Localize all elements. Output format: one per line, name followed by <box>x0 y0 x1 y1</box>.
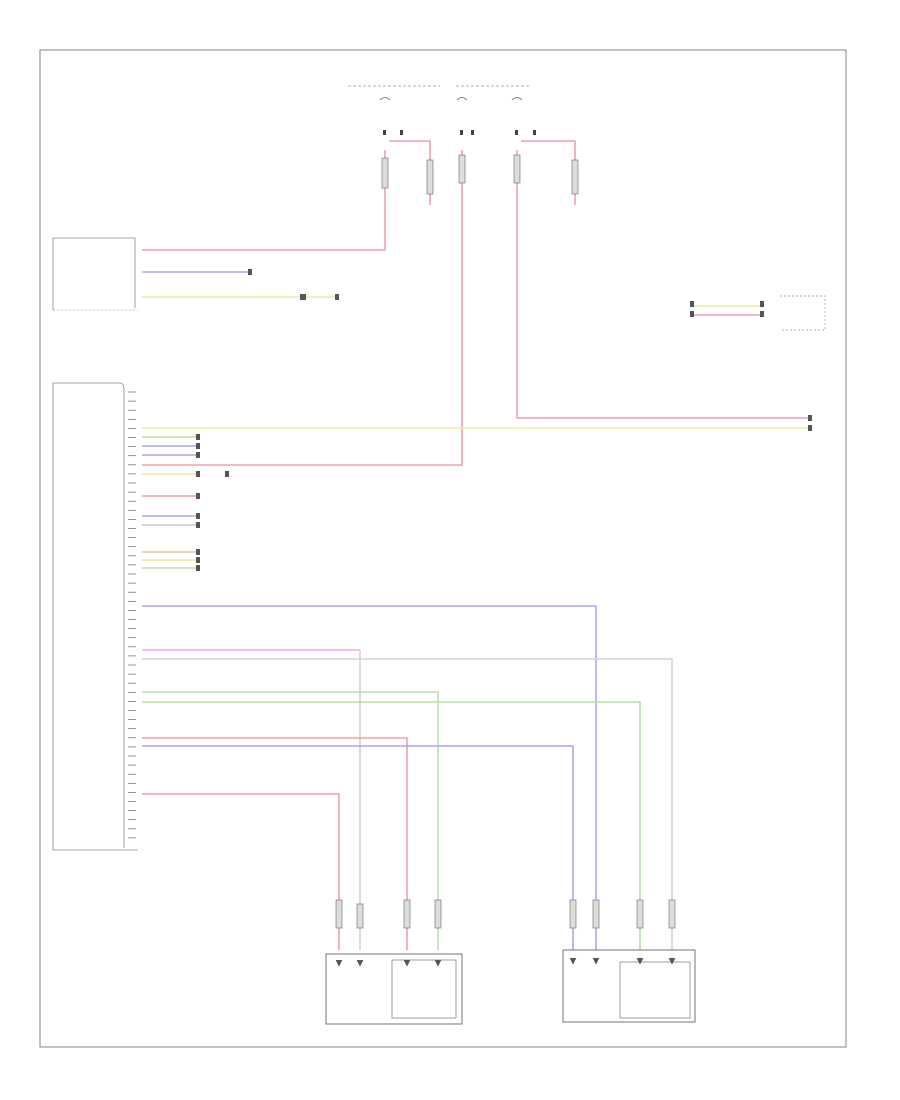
sensor-connectors <box>335 899 676 929</box>
wires <box>142 140 808 950</box>
fuse-pin-dots <box>383 130 536 135</box>
sensor-left <box>325 953 463 1025</box>
wire-sensor-gray <box>142 658 673 950</box>
wire-sensor-green-1 <box>142 691 439 950</box>
wire-sensor-red-2 <box>142 793 340 950</box>
fuse-3 <box>511 97 523 101</box>
fuse-1 <box>379 97 391 101</box>
right-edge-terminals <box>808 415 812 431</box>
top-fuse-block <box>348 85 579 195</box>
wire-main-power <box>142 150 463 466</box>
wire-fuse1-ground <box>389 140 431 205</box>
right-connector <box>690 295 826 331</box>
upper-module-splices <box>248 269 339 300</box>
wire-sensor-red-1 <box>142 737 408 950</box>
wire-upper-power <box>142 150 386 251</box>
sensor-right <box>562 949 696 1023</box>
wire-sensor-blue-2 <box>142 745 574 950</box>
upper-module <box>52 237 339 311</box>
main-module <box>52 382 229 851</box>
fuse-2 <box>456 97 468 101</box>
top-inline-connectors <box>381 154 579 195</box>
wire-sensor-green-2 <box>142 701 641 950</box>
main-module-pins <box>128 391 136 839</box>
main-splice-blocks <box>196 434 229 571</box>
wire-right-power <box>516 150 808 419</box>
diagram-frame <box>39 49 847 1048</box>
wire-fuse3-ground <box>521 140 576 205</box>
wire-sensor-blue-long <box>142 605 597 950</box>
